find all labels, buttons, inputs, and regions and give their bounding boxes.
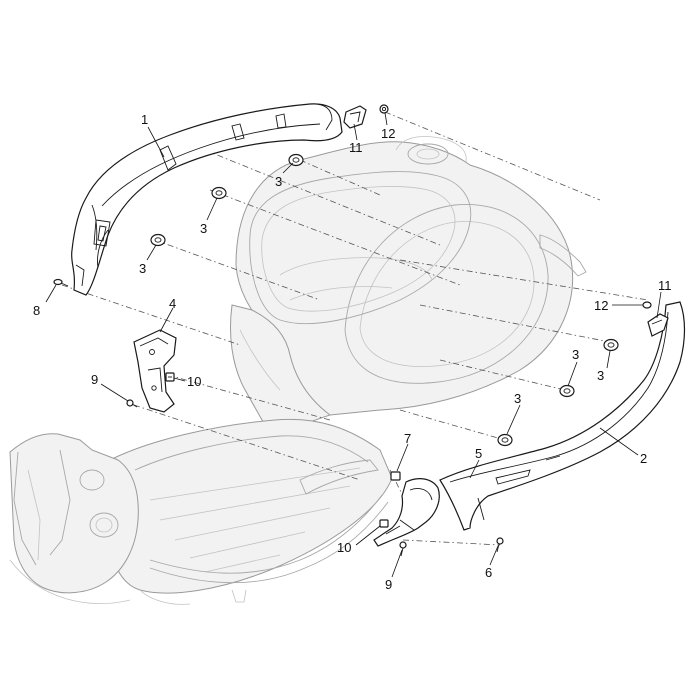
part-2-rear-lower-trim (439, 301, 686, 531)
part-4-bracket (133, 329, 177, 413)
part-10-bottom-clip (379, 519, 389, 528)
callout-10a: 10 (187, 374, 201, 389)
callout-9a: 9 (91, 372, 98, 387)
grommet-a (288, 153, 304, 167)
part-5-front-lower-trim (373, 478, 440, 547)
leader-lines (45, 112, 662, 578)
part-12-top-nut (379, 104, 389, 114)
callout-2: 2 (640, 451, 647, 466)
grommet-d (603, 338, 619, 352)
callout-9b: 9 (385, 577, 392, 592)
part-1-rear-upper-trim (70, 103, 343, 296)
callout-8: 8 (33, 303, 40, 318)
part-11-top-clip (343, 105, 367, 129)
callout-3a: 3 (275, 174, 282, 189)
part-9-bottom-screw (399, 541, 407, 557)
callout-11b: 11 (658, 278, 672, 293)
callout-numbers: 1 2 3 3 3 3 3 3 4 5 6 7 8 9 9 10 10 11 1… (33, 112, 672, 592)
assembly-lines (61, 111, 649, 546)
grommet-c (150, 233, 166, 247)
callout-5: 5 (475, 446, 482, 461)
callout-3f: 3 (514, 391, 521, 406)
grommet-e (559, 384, 575, 398)
callout-6: 6 (485, 565, 492, 580)
part-11-right-clip (647, 313, 669, 337)
callout-3b: 3 (200, 221, 207, 236)
part-8-screw (53, 278, 69, 287)
callout-4: 4 (169, 296, 176, 311)
part-9-left-screw (126, 399, 138, 408)
scooter-frame-ghost (9, 136, 587, 605)
callout-1: 1 (141, 112, 148, 127)
callout-7: 7 (404, 431, 411, 446)
callout-3c: 3 (139, 261, 146, 276)
callout-3e: 3 (597, 368, 604, 383)
callout-12a: 12 (381, 126, 395, 141)
part-3-grommets (150, 153, 619, 447)
grommet-f (497, 433, 513, 447)
callout-3d: 3 (572, 347, 579, 362)
callout-10b: 10 (337, 540, 351, 555)
grommet-b (211, 186, 227, 200)
callout-11a: 11 (349, 140, 363, 155)
part-10-left-clip (165, 372, 175, 382)
callout-12b: 12 (594, 298, 608, 313)
part-12-right-nut (642, 301, 652, 309)
part-6-screw (496, 537, 504, 553)
part-7-clip (390, 471, 401, 481)
